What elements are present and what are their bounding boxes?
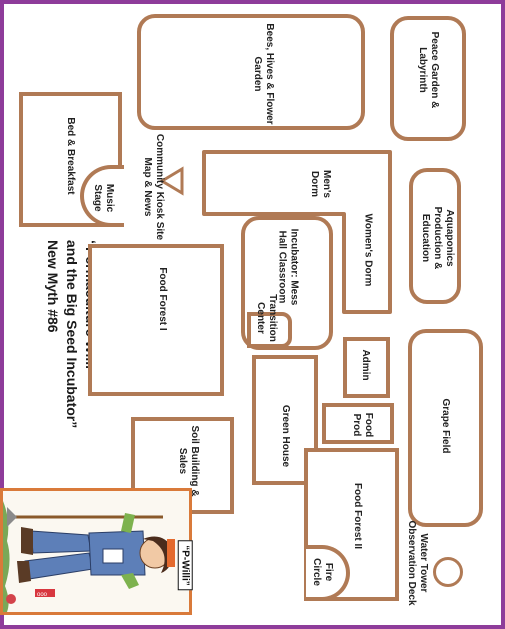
zone-grape-field[interactable] <box>408 329 483 527</box>
label-mens-dorm: Men's Dorm <box>309 170 332 198</box>
label-admin: Admin <box>360 349 371 381</box>
label-music-stage: Music Stage <box>92 183 115 213</box>
label-food-forest-2: Food Forest II <box>352 482 363 550</box>
label-food-forest-1: Food Forest I <box>157 267 168 331</box>
label-kiosk: Community Kiosk Site Map & News <box>142 133 165 241</box>
label-womens-dorm: Women's Dorm <box>362 213 374 287</box>
title-line-2: and the Big Seed Incubator” <box>64 240 80 429</box>
label-bed-breakfast: Bed & Breakfast <box>65 117 76 195</box>
label-green-house: Green House <box>280 404 291 468</box>
label-peace-garden: Peace Garden & Labyrinth <box>417 31 440 109</box>
zone-food-forest-1[interactable] <box>88 244 224 396</box>
zone-water-tower[interactable] <box>433 557 463 587</box>
zone-transition[interactable] <box>247 312 292 348</box>
p-willi-card[interactable]: ooo <box>0 488 192 615</box>
label-water-tower: Water Tower Observation Deck <box>406 520 429 606</box>
zone-peace-garden[interactable] <box>390 16 466 141</box>
label-incubator: Incubator: Mess Hall Classroom <box>276 228 300 306</box>
title-line-3: New Myth #86 <box>45 240 61 333</box>
zone-fire-circle[interactable] <box>306 545 350 601</box>
zone-aquaponics[interactable] <box>409 168 461 304</box>
zone-dorms[interactable] <box>202 150 397 315</box>
svg-text:ooo: ooo <box>37 592 48 598</box>
p-willi-label: “P-Willi” <box>177 540 193 591</box>
label-aquaponics: Aquaponics Production & Education <box>420 206 455 270</box>
gardener-illustration: ooo <box>3 491 189 612</box>
label-grape-field: Grape Field <box>440 398 451 454</box>
label-transition: Transition Center <box>255 294 278 342</box>
zone-food-prod[interactable] <box>322 403 394 444</box>
zone-music-stage[interactable] <box>80 165 124 227</box>
zone-bees[interactable] <box>137 14 365 130</box>
zone-admin[interactable] <box>343 337 390 398</box>
label-fire-circle: Fire Circle <box>311 558 334 586</box>
label-food-prod: Food Prod <box>351 412 374 438</box>
kiosk-triangle-icon[interactable] <box>158 165 186 197</box>
label-bees: Bees, Hives & Flower Garden <box>252 23 275 125</box>
